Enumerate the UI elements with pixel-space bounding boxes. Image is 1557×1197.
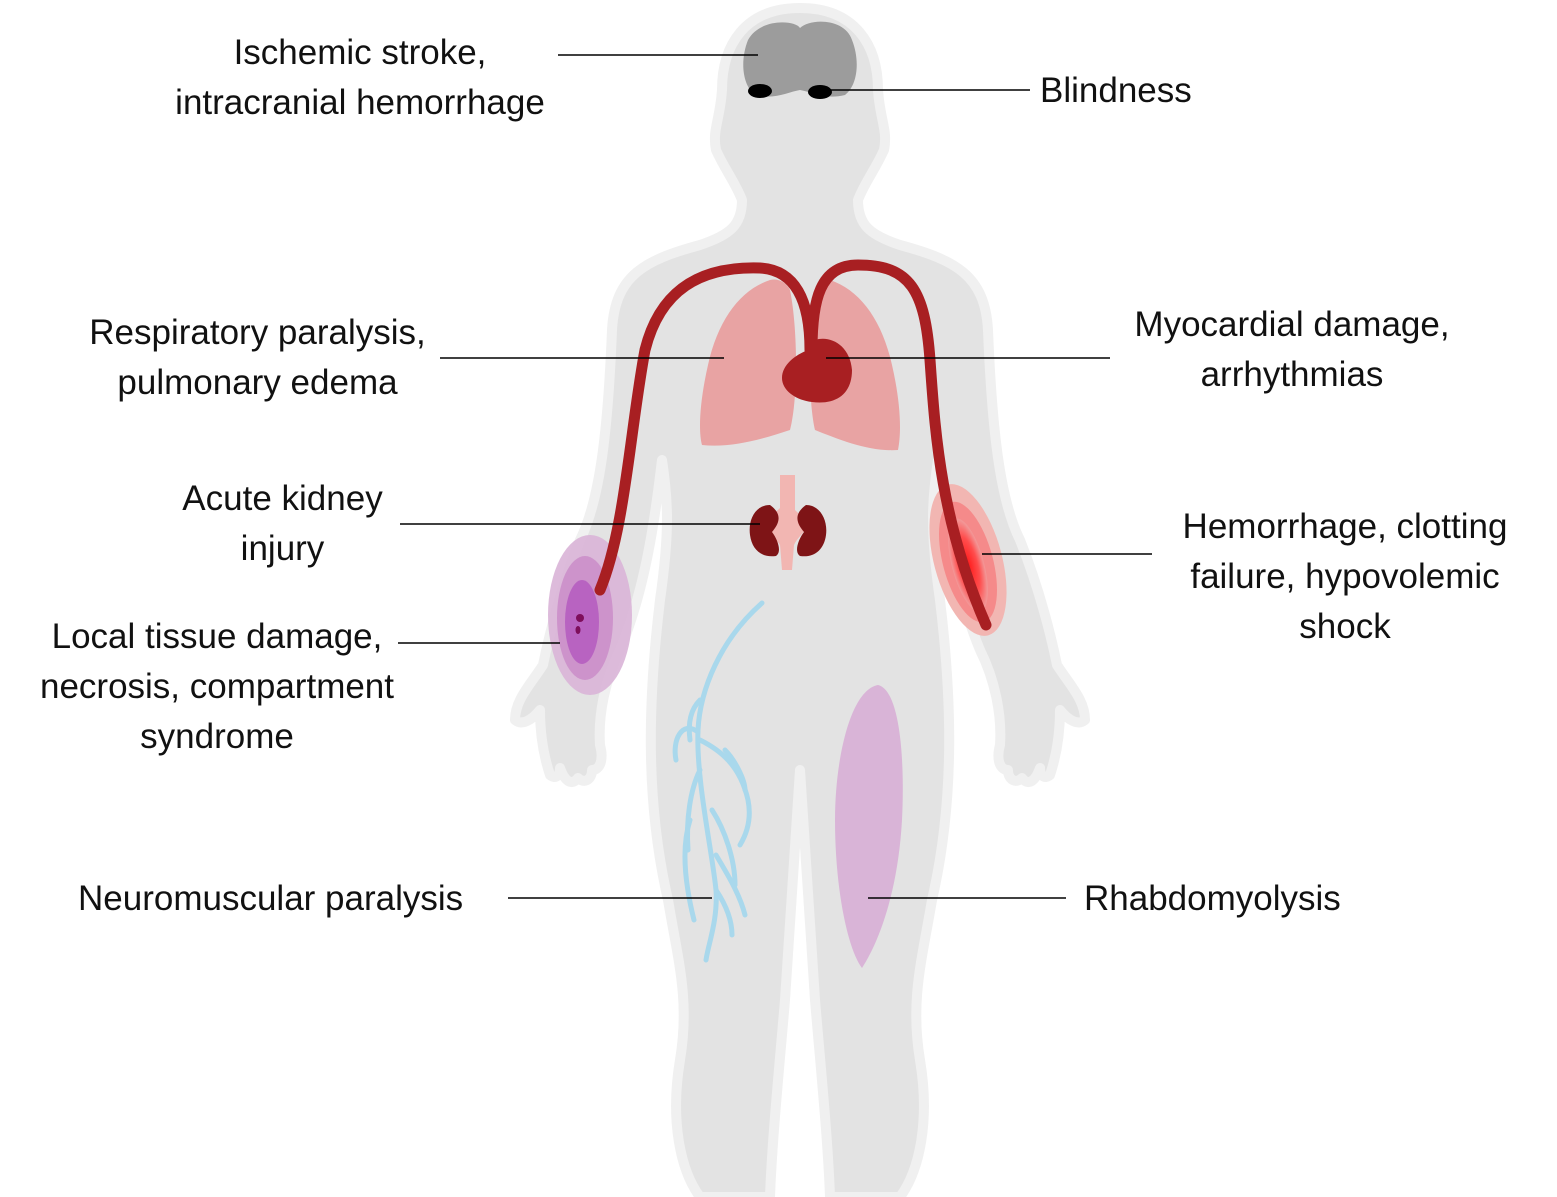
label-hemorrhage: Hemorrhage, clotting failure, hypovolemi… (1155, 502, 1535, 652)
label-neuromuscular-line1: Neuromuscular paralysis (78, 874, 463, 924)
eye-left (748, 84, 772, 98)
label-stroke-line2: intracranial hemorrhage (150, 78, 570, 128)
label-myocardial: Myocardial damage, arrhythmias (1112, 300, 1472, 400)
local-tissue-lesion (548, 535, 632, 695)
label-respiratory-line2: pulmonary edema (70, 358, 445, 408)
label-kidney-line2: injury (165, 524, 400, 574)
eye-right (808, 85, 832, 99)
label-stroke: Ischemic stroke, intracranial hemorrhage (150, 28, 570, 128)
label-rhabdo: Rhabdomyolysis (1084, 874, 1341, 924)
label-local-tissue-line2: necrosis, compartment (12, 662, 422, 712)
label-hemorrhage-line2: failure, hypovolemic (1155, 552, 1535, 602)
label-kidney: Acute kidney injury (165, 474, 400, 574)
label-hemorrhage-line1: Hemorrhage, clotting (1155, 502, 1535, 552)
label-neuromuscular: Neuromuscular paralysis (78, 874, 463, 924)
label-respiratory: Respiratory paralysis, pulmonary edema (70, 308, 445, 408)
label-myocardial-line2: arrhythmias (1112, 350, 1472, 400)
label-rhabdo-line1: Rhabdomyolysis (1084, 874, 1341, 924)
label-kidney-line1: Acute kidney (165, 474, 400, 524)
label-myocardial-line1: Myocardial damage, (1112, 300, 1472, 350)
label-local-tissue: Local tissue damage, necrosis, compartme… (12, 612, 422, 762)
label-blindness: Blindness (1040, 66, 1192, 116)
label-respiratory-line1: Respiratory paralysis, (70, 308, 445, 358)
label-local-tissue-line1: Local tissue damage, (12, 612, 422, 662)
label-stroke-line1: Ischemic stroke, (150, 28, 570, 78)
label-blindness-line1: Blindness (1040, 66, 1192, 116)
label-local-tissue-line3: syndrome (12, 712, 422, 762)
label-hemorrhage-line3: shock (1155, 602, 1535, 652)
